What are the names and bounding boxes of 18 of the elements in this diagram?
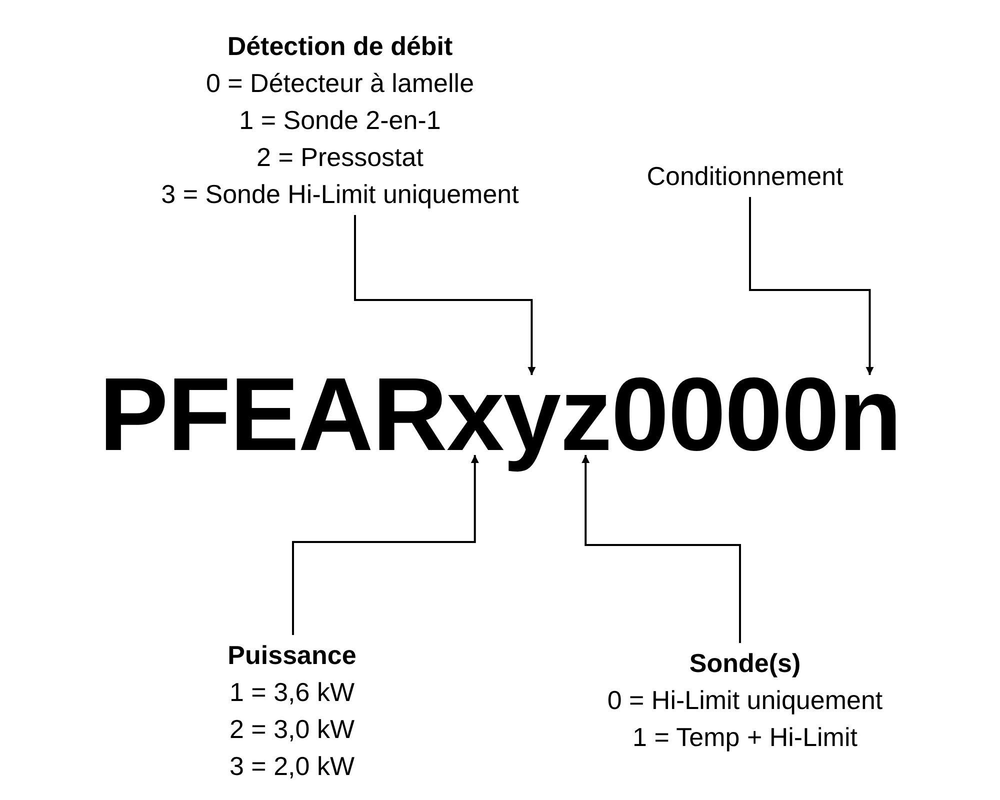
- option-text: 2 = Pressostat: [256, 141, 424, 174]
- option-text: 0 = Détecteur à lamelle: [204, 67, 476, 100]
- option-text: 1 = Sonde 2-en-1: [238, 104, 442, 137]
- leader-line: [582, 455, 741, 643]
- option-text: 3 = 2,0 kW: [228, 750, 356, 783]
- leader-line: [749, 197, 874, 375]
- option-text: 1 = Temp + Hi-Limit: [632, 721, 858, 754]
- heading-text: Puissance: [228, 639, 356, 672]
- option-text: 3 = Sonde Hi-Limit uniquement: [161, 178, 519, 211]
- part-number: PFEARxyz0000n: [98, 357, 902, 473]
- option-text: 0 = Hi-Limit uniquement: [607, 684, 883, 717]
- label-text: Conditionnement: [646, 160, 844, 193]
- leader-line: [292, 455, 479, 635]
- option-text: 2 = 3,0 kW: [228, 713, 356, 746]
- option-text: 1 = 3,6 kW: [228, 676, 356, 709]
- heading-text: Détection de débit: [226, 30, 454, 63]
- leader-line: [354, 215, 536, 375]
- heading-text: Sonde(s): [688, 647, 802, 680]
